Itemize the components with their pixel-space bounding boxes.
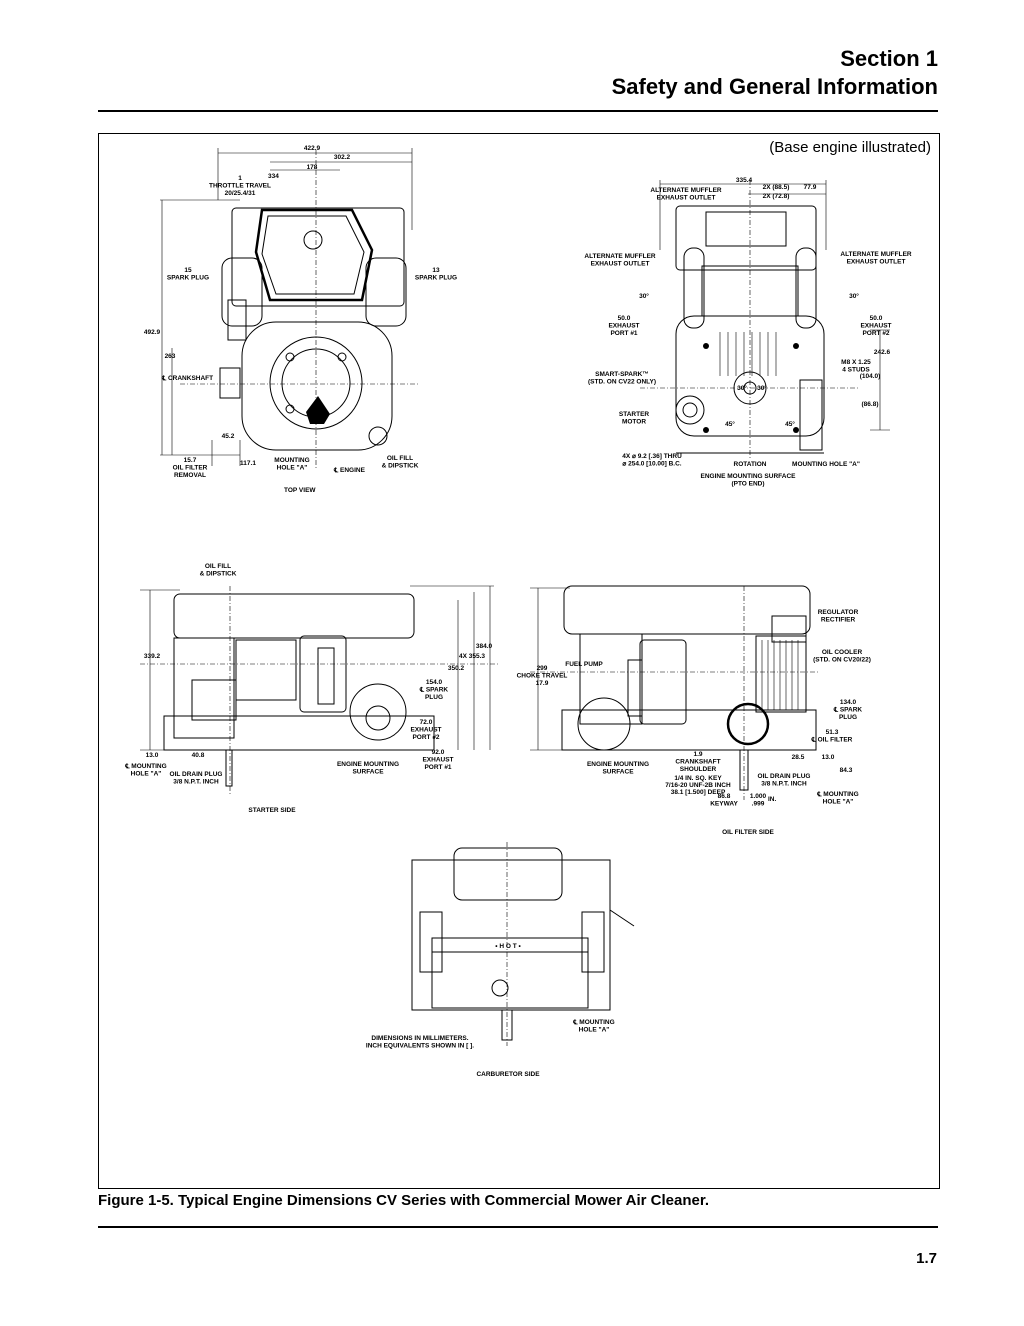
dimension-label: (104.0): [860, 373, 881, 380]
dimension-label: OIL FILL& DIPSTICK: [200, 563, 237, 578]
section-title: Safety and General Information: [611, 74, 938, 99]
dimension-label: 45°: [785, 420, 795, 428]
dimension-label: 28.5: [792, 754, 805, 761]
header-rule: [98, 110, 938, 112]
top-view-drawing: [160, 148, 420, 468]
starter-view-drawing: [140, 585, 500, 795]
dimension-label: 242.6: [874, 349, 891, 356]
dimension-label: 334: [268, 173, 279, 180]
dimension-label: TOP VIEW: [284, 487, 316, 494]
dimension-label: 4X 355.3: [459, 653, 485, 660]
dimension-label: 302.2: [334, 154, 351, 161]
dimension-label: 422.9: [304, 145, 321, 152]
dimension-label: 30°: [737, 384, 747, 392]
dimension-label: 30°: [849, 292, 859, 300]
dimension-label: 38.1 [1.500] DEEP: [671, 789, 726, 796]
dimension-label: • H O T •: [495, 943, 521, 950]
dimension-label: CARBURETOR SIDE: [476, 1071, 540, 1078]
figure-note: (Base engine illustrated): [769, 139, 931, 156]
section-number: Section 1: [840, 46, 938, 71]
dimension-label: ENGINE MOUNTING SURFACE(PTO END): [701, 473, 797, 488]
dimension-label: 117.1: [240, 460, 256, 467]
dimension-label: 492.9: [144, 329, 161, 336]
dimension-label: IN.: [768, 796, 777, 803]
dimension-label: OIL COOLER(STD. ON CV20/22): [813, 649, 871, 664]
dimension-label: 84.3: [840, 767, 853, 774]
dimension-label: ROTATION: [734, 461, 767, 468]
dimension-label: 13.0: [146, 752, 159, 759]
dimension-label: 7/16-20 UNF-2B INCH: [665, 782, 731, 789]
dimension-label: 4X ⌀ 9.2 [.36] THRU⌀ 254.0 [10.00] B.C.: [622, 453, 682, 468]
dimension-label: 1/4 IN. SQ. KEY: [674, 775, 722, 782]
dimension-label: 2X (88.5): [763, 184, 790, 191]
dimension-label: ℄ CRANKSHAFT: [161, 374, 213, 382]
carb-view-drawing: [411, 842, 635, 1046]
dimension-label: STARTER SIDE: [248, 807, 296, 814]
figure-caption: Figure 1-5. Typical Engine Dimensions CV…: [98, 1192, 710, 1209]
footer-rule: [98, 1226, 938, 1228]
dimension-label: 40.8: [192, 752, 205, 759]
dimension-label: ℄ ENGINE: [333, 466, 366, 474]
pto-view-drawing: [640, 180, 890, 460]
dimension-label: 51.3℄ OIL FILTER: [811, 729, 853, 744]
dimension-label: 30°: [757, 384, 767, 392]
dimension-label: 45.2: [222, 433, 235, 440]
dimension-label: 30°: [639, 292, 649, 300]
dimension-label: DIMENSIONS IN MILLIMETERS.INCH EQUIVALEN…: [366, 1035, 474, 1050]
oil-view-drawing: [530, 585, 820, 800]
dimension-label: MOUNTING HOLE "A": [792, 461, 860, 468]
dimension-label: 335.4: [736, 177, 753, 184]
dimension-label: 1.000.999: [750, 793, 767, 808]
dimension-label: 178: [307, 164, 318, 171]
dimension-label: 263: [165, 353, 176, 360]
dimension-label: OIL FILL& DIPSTICK: [382, 455, 419, 470]
dimension-label: 45°: [725, 420, 735, 428]
page-number: 1.7: [916, 1250, 937, 1267]
dimension-label: 350.2: [448, 665, 465, 672]
dimension-label: (86.8): [862, 401, 879, 408]
dimension-label: SMART-SPARK™(STD. ON CV22 ONLY): [588, 371, 656, 386]
figure-frame: [98, 133, 940, 1189]
dimension-label: 384.0: [476, 643, 493, 650]
dimension-label: 2X (72.8): [763, 193, 790, 200]
dimension-label: 13.0: [822, 754, 835, 761]
dimension-label: 77.9: [804, 184, 817, 191]
dimension-label: 339.2: [144, 653, 161, 660]
dimension-label: FUEL PUMP: [565, 661, 603, 668]
dimension-label: OIL FILTER SIDE: [722, 829, 774, 836]
